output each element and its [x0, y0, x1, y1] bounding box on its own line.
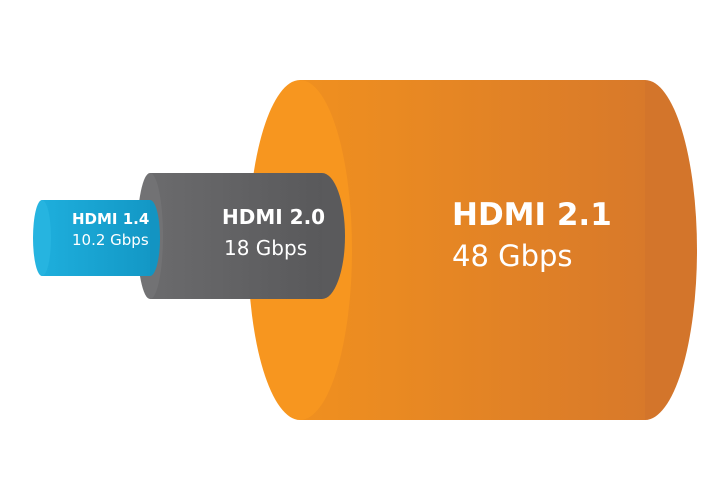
hdmi-1-4-cylinder — [33, 200, 160, 276]
hdmi-2-1-label: HDMI 2.1 — [452, 197, 612, 233]
hdmi-2-0-speed: 18 Gbps — [224, 236, 308, 260]
hdmi-1-4-speed: 10.2 Gbps — [72, 231, 149, 249]
hdmi-2-1-speed: 48 Gbps — [452, 239, 573, 273]
hdmi-1-4-label: HDMI 1.4 — [72, 210, 150, 228]
hdmi-2-0-label: HDMI 2.0 — [222, 205, 326, 229]
hdmi-2-1-cylinder — [248, 80, 697, 420]
